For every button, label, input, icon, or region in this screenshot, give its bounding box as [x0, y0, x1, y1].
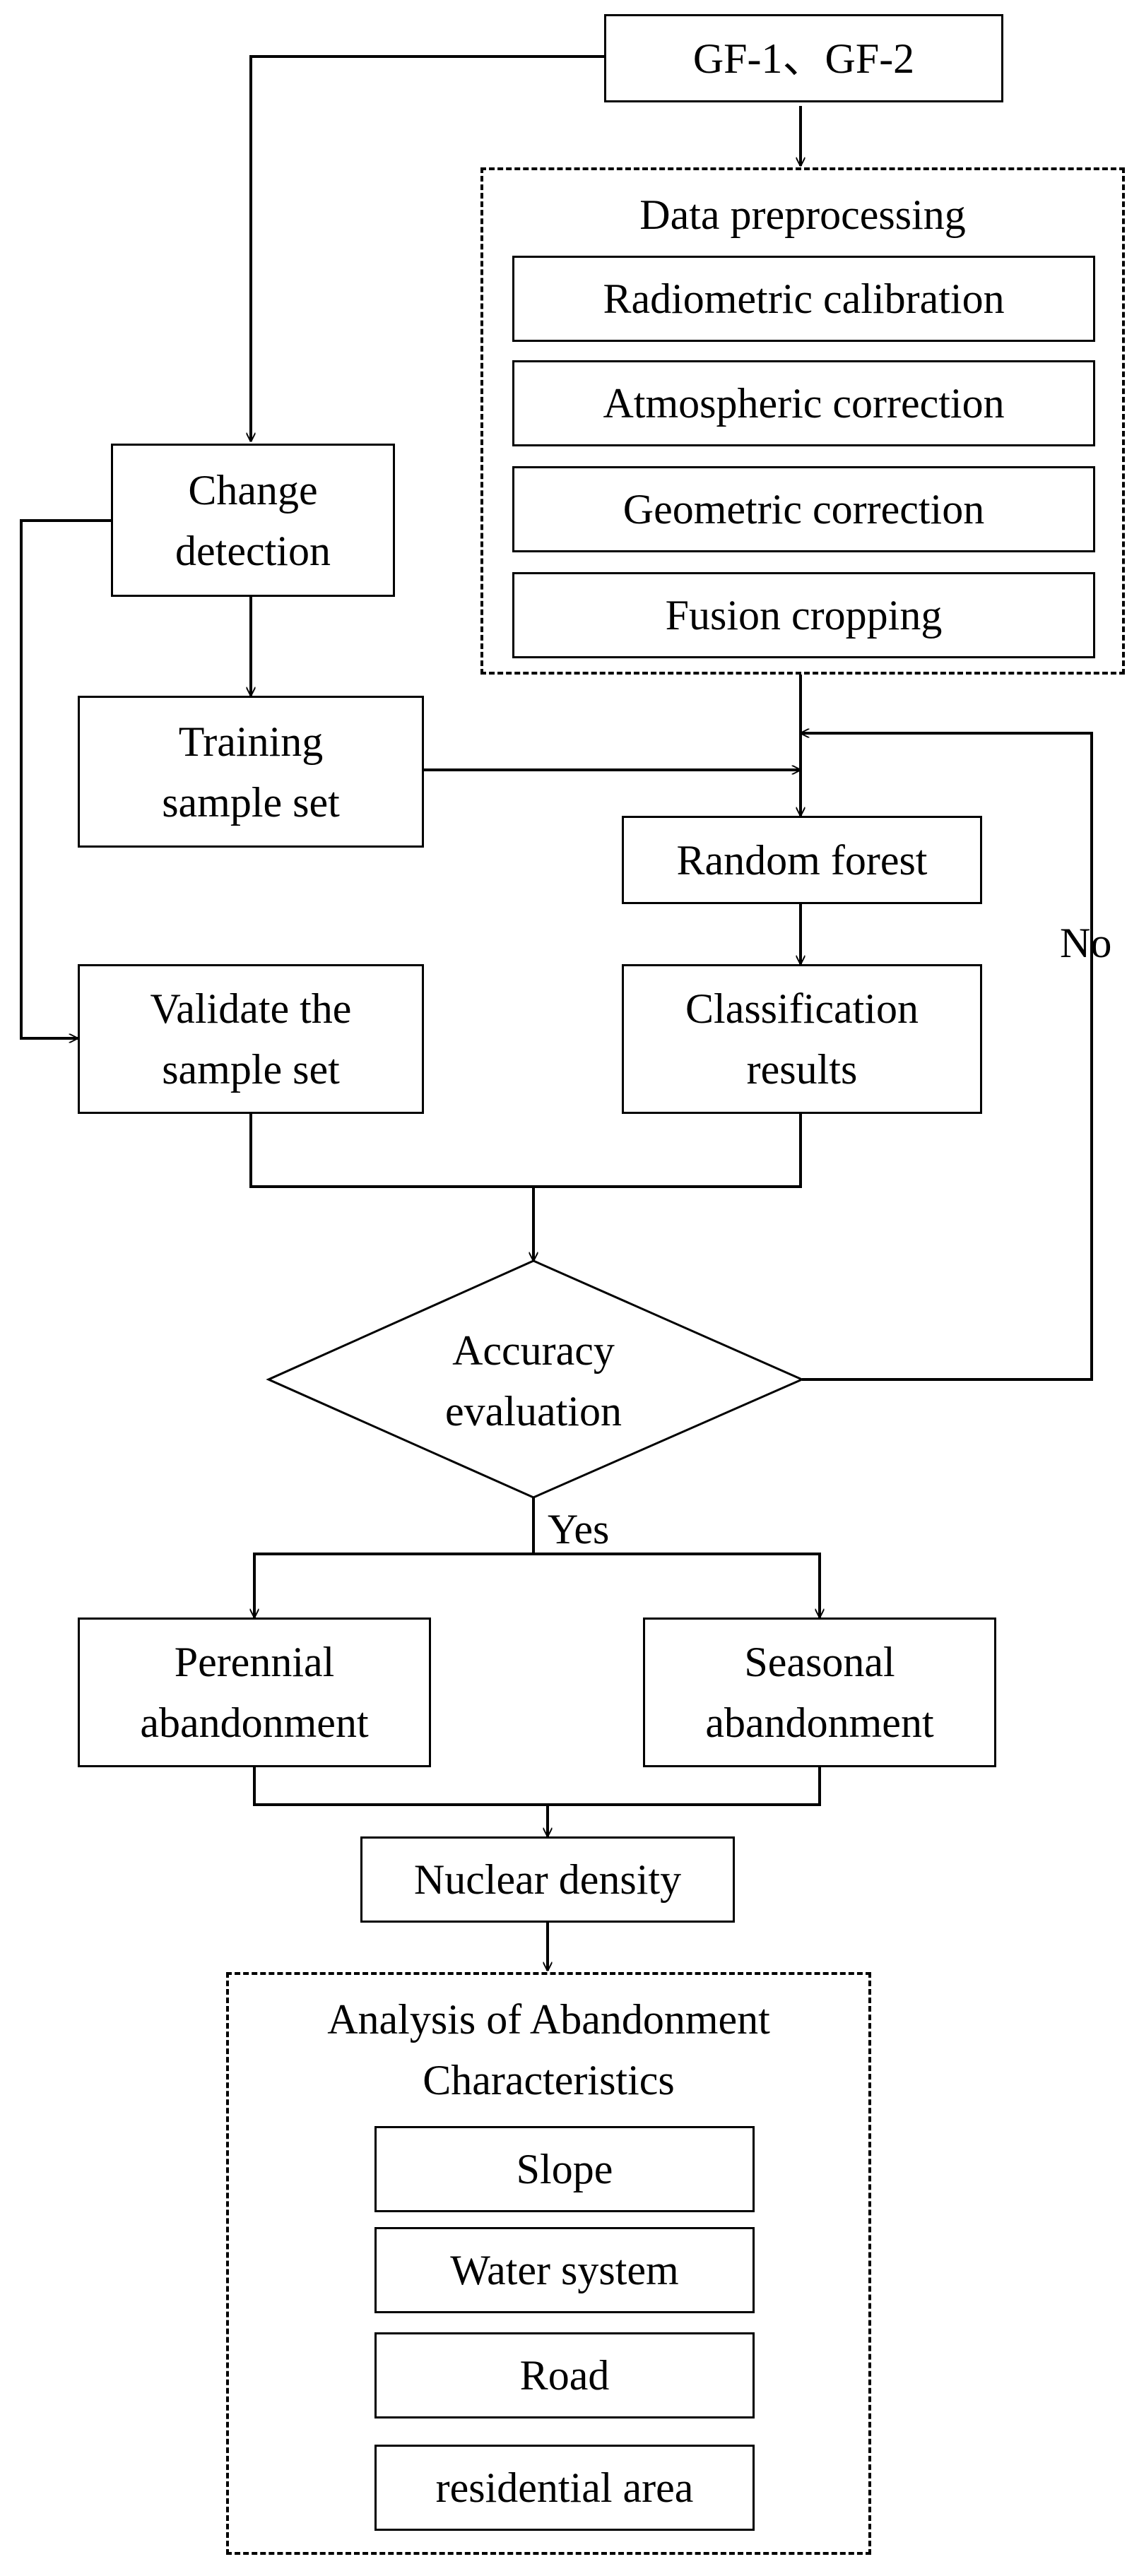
classification-results-box: Classification results — [622, 964, 982, 1114]
factor-water-system: Water system — [374, 2227, 755, 2313]
factor-road: Road — [374, 2332, 755, 2418]
preprocessing-step-radiometric: Radiometric calibration — [512, 256, 1095, 342]
arrow-gf-to-change-detection — [251, 55, 604, 441]
arrow-yes-to-perennial — [254, 1553, 533, 1618]
change-detection-line-2: detection — [175, 527, 331, 574]
training-line-2: sample set — [162, 778, 340, 826]
source-box-gf: GF-1、GF-2 — [604, 14, 1003, 102]
line-validate-merge — [249, 1112, 802, 1188]
arrow-no-loop — [801, 733, 1093, 1381]
preprocessing-group: Data preprocessing — [480, 167, 1125, 675]
validate-sample-set-box: Validate the sample set — [78, 964, 424, 1114]
seasonal-line-2: abandonment — [705, 1699, 934, 1746]
random-forest-box: Random forest — [622, 816, 982, 904]
perennial-abandonment-box: Perennial abandonment — [78, 1618, 431, 1767]
yes-label: Yes — [548, 1506, 610, 1553]
validate-line-1: Validate the — [150, 985, 352, 1032]
factor-slope: Slope — [374, 2126, 755, 2212]
classification-line-1: Classification — [685, 985, 919, 1032]
validate-line-2: sample set — [162, 1046, 340, 1093]
perennial-line-1: Perennial — [174, 1639, 335, 1685]
seasonal-line-1: Seasonal — [744, 1639, 895, 1685]
accuracy-line-2: evaluation — [445, 1388, 622, 1435]
accuracy-line-1: Accuracy — [452, 1327, 615, 1374]
preprocessing-title: Data preprocessing — [639, 191, 966, 238]
perennial-line-2: abandonment — [140, 1699, 369, 1746]
line-abandonment-merge — [253, 1766, 821, 1806]
preprocessing-step-atmospheric: Atmospheric correction — [512, 360, 1095, 446]
accuracy-evaluation-label: Accuracy evaluation — [357, 1314, 710, 1448]
nuclear-density-box: Nuclear density — [360, 1836, 735, 1923]
analysis-title-line-1: Analysis of Abandonment — [327, 1996, 770, 2043]
factor-residential-area: residential area — [374, 2445, 755, 2531]
analysis-title-line-2: Characteristics — [423, 2057, 675, 2103]
change-detection-line-1: Change — [188, 466, 318, 514]
preprocessing-step-geometric: Geometric correction — [512, 466, 1095, 552]
seasonal-abandonment-box: Seasonal abandonment — [643, 1618, 996, 1767]
no-label: No — [1060, 920, 1112, 966]
arrow-yes-to-seasonal — [533, 1553, 820, 1618]
training-line-1: Training — [178, 718, 324, 765]
preprocessing-step-fusion: Fusion cropping — [512, 572, 1095, 658]
accuracy-diamond — [266, 1259, 805, 1499]
arrow-change-to-validate — [20, 519, 111, 1038]
analysis-group: Analysis of Abandonment Characteristics — [226, 1972, 871, 2555]
training-sample-set-box: Training sample set — [78, 696, 424, 848]
change-detection-box: Change detection — [111, 444, 395, 597]
classification-line-2: results — [746, 1046, 858, 1093]
